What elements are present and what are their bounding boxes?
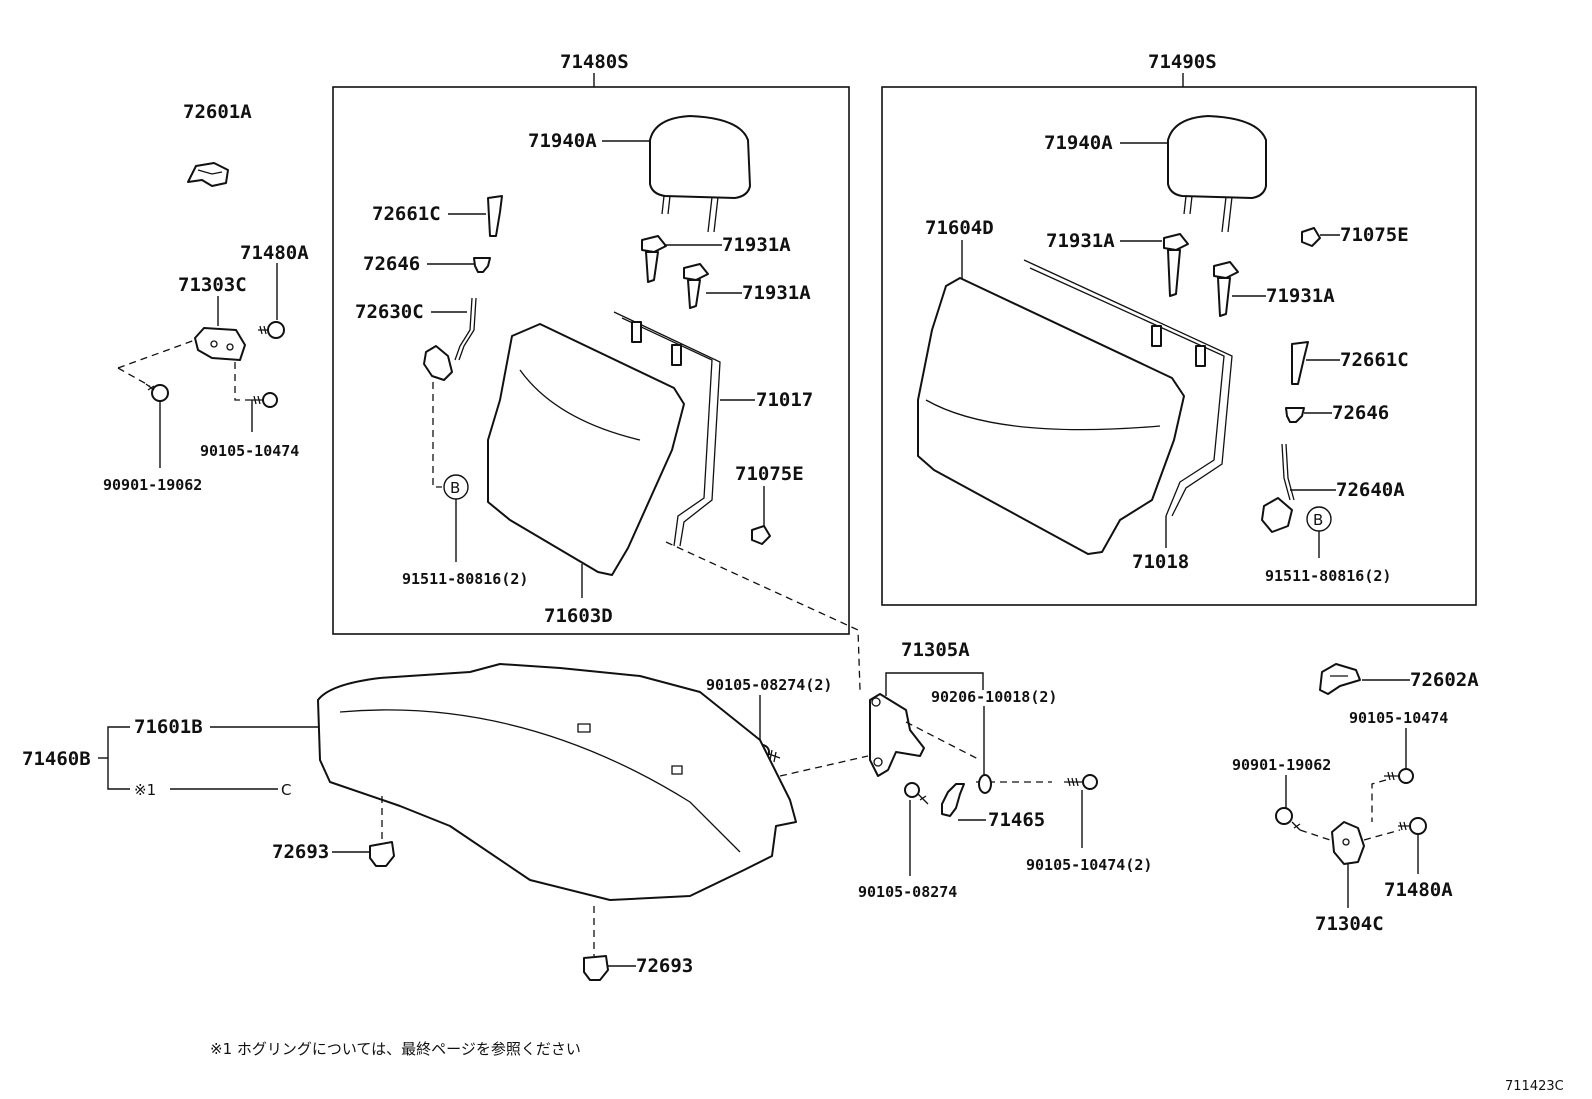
seat-cushion-71601B-icon	[317, 663, 797, 901]
label-note-ref: ※1	[134, 781, 156, 799]
stay-guide-71931A-left-1-icon	[641, 235, 667, 283]
label-71603D: 71603D	[544, 605, 613, 627]
marker-b-right-text: B	[1313, 511, 1323, 529]
label-90105-10474-2: 90105-10474(2)	[1026, 856, 1152, 874]
label-90105-10474-left: 90105-10474	[200, 442, 299, 460]
label-71017: 71017	[756, 389, 813, 411]
seatback-cushion-71603D-icon	[487, 323, 685, 576]
label-91511-80816-right: 91511-80816(2)	[1265, 567, 1391, 585]
bracket-71305A-icon	[869, 693, 925, 777]
label-71931A-right-2: 71931A	[1266, 285, 1335, 307]
footnote: ※1 ホグリングについては、最終ページを参照ください	[210, 1040, 581, 1058]
clip-72693-a-icon	[369, 796, 395, 867]
cap-72646-left-icon	[473, 257, 491, 273]
label-90105-08274: 90105-08274	[858, 883, 957, 901]
label-71075E-left: 71075E	[735, 463, 804, 485]
label-72661C-right: 72661C	[1340, 349, 1409, 371]
label-note-c: C	[281, 781, 291, 799]
label-91511-80816-left: 91511-80816(2)	[402, 570, 528, 588]
knob-72661C-right-icon	[1291, 341, 1309, 385]
clip-71480A-left-icon	[258, 321, 285, 339]
cover-71303C-icon	[194, 327, 246, 361]
label-72693-b: 72693	[636, 955, 693, 977]
hook-71465-icon	[941, 783, 965, 817]
label-72640A: 72640A	[1336, 479, 1405, 501]
seatback-cushion-71604D-icon	[917, 277, 1185, 555]
bolt-90901-19062-right-icon	[1275, 807, 1301, 831]
cap-72646-right-icon	[1285, 407, 1305, 423]
clip-72693-b-icon	[583, 906, 609, 981]
left-assembly-box	[332, 86, 850, 635]
label-71304C: 71304C	[1315, 913, 1384, 935]
right-assembly-box	[881, 86, 1477, 606]
label-71931A-left-1: 71931A	[722, 234, 791, 256]
bolt-90105-10474-left-icon	[252, 392, 278, 408]
headrest-right-icon	[1167, 115, 1267, 233]
hinge-cover-72601A-icon	[187, 162, 229, 187]
label-72601A: 72601A	[183, 101, 252, 123]
clip-71480A-right-icon	[1398, 817, 1427, 835]
label-72646-right: 72646	[1332, 402, 1389, 424]
lock-72640A-icon	[1261, 443, 1295, 533]
diagram-id: 711423C	[1505, 1079, 1564, 1094]
label-72693-a: 72693	[272, 841, 329, 863]
label-71305A: 71305A	[901, 639, 970, 661]
label-90105-08274-2: 90105-08274(2)	[706, 676, 832, 694]
label-72630C: 72630C	[355, 301, 424, 323]
label-71601B: 71601B	[134, 716, 203, 738]
bolt-90901-19062-left-icon	[145, 383, 169, 402]
label-71490S: 71490S	[1148, 51, 1217, 73]
label-71465: 71465	[988, 809, 1045, 831]
bolt-90105-08274-icon	[904, 782, 929, 805]
label-71018: 71018	[1132, 551, 1189, 573]
clip-71075E-left-icon	[751, 525, 771, 545]
label-71480A-left: 71480A	[240, 242, 309, 264]
label-72602A: 72602A	[1410, 669, 1479, 691]
label-71303C: 71303C	[178, 274, 247, 296]
bolt-90105-10474-2-icon	[1064, 774, 1098, 790]
seatback-frame-71018-icon	[1023, 259, 1233, 517]
stay-guide-71931A-left-2-icon	[683, 263, 709, 309]
seatback-frame-71017-icon	[613, 311, 721, 547]
label-71604D: 71604D	[925, 217, 994, 239]
bolt-90105-10474-right-icon	[1384, 768, 1414, 784]
stay-guide-71931A-right-2-icon	[1213, 261, 1239, 317]
label-72661C-left: 72661C	[372, 203, 441, 225]
label-71931A-right-1: 71931A	[1046, 230, 1115, 252]
label-90105-10474-right: 90105-10474	[1349, 709, 1448, 727]
label-71940A-left: 71940A	[528, 130, 597, 152]
stay-guide-71931A-right-1-icon	[1163, 233, 1189, 297]
label-71940A-right: 71940A	[1044, 132, 1113, 154]
label-72646-left: 72646	[363, 253, 420, 275]
lock-72630C-icon	[423, 297, 477, 381]
label-71460B: 71460B	[22, 748, 91, 770]
label-71931A-left-2: 71931A	[742, 282, 811, 304]
knob-72661C-left-icon	[487, 195, 503, 237]
clip-71075E-right-icon	[1301, 227, 1321, 247]
label-90901-19062-left: 90901-19062	[103, 476, 202, 494]
headrest-left-icon	[649, 115, 751, 233]
marker-b-left-text: B	[450, 479, 460, 497]
label-71480S: 71480S	[560, 51, 629, 73]
label-71075E-right: 71075E	[1340, 224, 1409, 246]
hinge-cover-72602A-icon	[1319, 663, 1361, 695]
cover-71304C-icon	[1331, 821, 1365, 865]
label-71480A-right: 71480A	[1384, 879, 1453, 901]
label-90901-19062-right: 90901-19062	[1232, 756, 1331, 774]
nut-90206-10018-icon	[978, 774, 992, 794]
label-90206-10018: 90206-10018(2)	[931, 688, 1057, 706]
